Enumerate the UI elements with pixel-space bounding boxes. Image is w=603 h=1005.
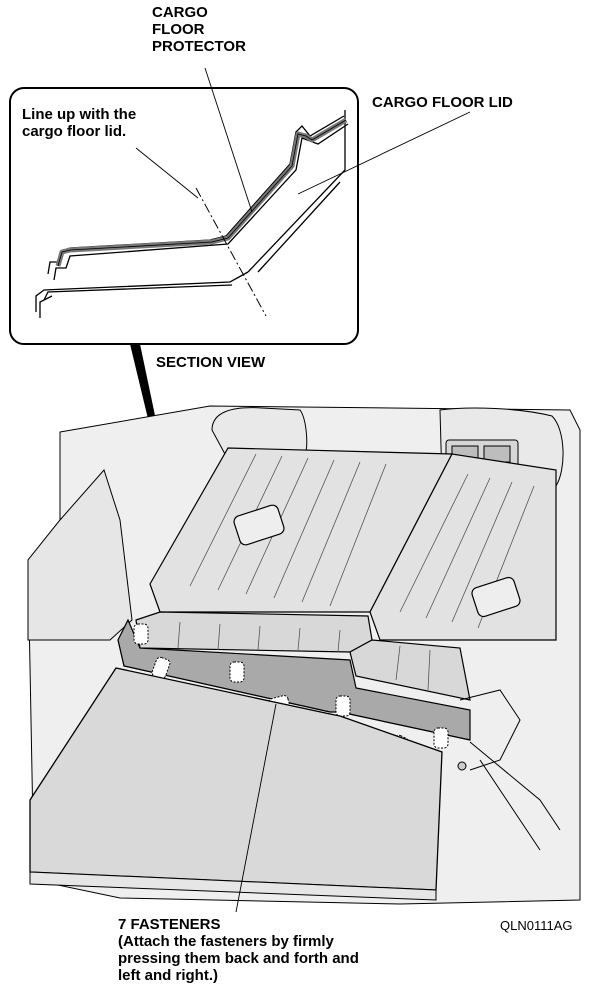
label-cargo-floor-protector: CARGO FLOOR PROTECTOR	[152, 4, 246, 55]
leader-lines	[135, 67, 471, 213]
fasteners-leader	[235, 703, 277, 913]
fastener-5	[335, 695, 351, 717]
fastener-7	[433, 727, 449, 749]
cargo-floor-lid	[29, 667, 443, 891]
label-line-up: Line up with the cargo floor lid.	[22, 106, 137, 140]
fastener-1	[133, 623, 149, 645]
label-fasteners: 7 FASTENERS (Attach the fasteners by fir…	[118, 916, 359, 984]
seat-backs	[149, 447, 557, 641]
fastener-3	[229, 661, 245, 683]
label-section-view: SECTION VIEW	[156, 354, 266, 371]
section-view-frame	[9, 87, 359, 345]
section-floor	[35, 110, 346, 318]
protector-strip	[117, 618, 471, 741]
alignment-line	[195, 187, 267, 317]
figure-code: QLN0111AG	[500, 918, 573, 933]
label-cargo-floor-lid: CARGO FLOOR LID	[372, 94, 513, 111]
right-latch	[457, 689, 561, 851]
